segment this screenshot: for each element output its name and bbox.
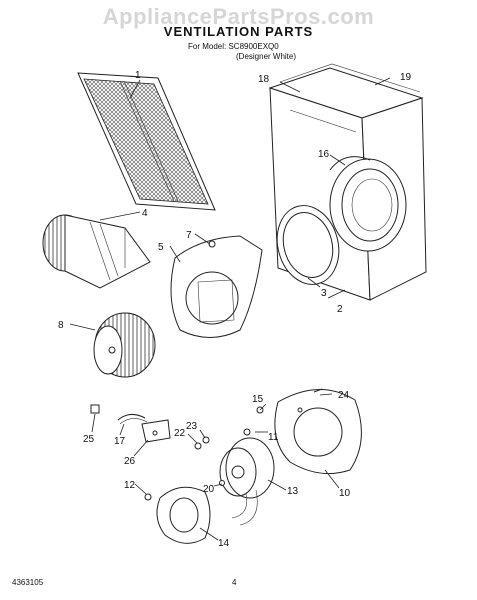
page-title: VENTILATION PARTS xyxy=(163,24,314,39)
callout-14: 14 xyxy=(218,538,230,549)
callout-22: 22 xyxy=(174,428,186,439)
callout-23: 23 xyxy=(186,421,198,432)
hardware xyxy=(90,388,323,501)
blower-motor xyxy=(219,437,275,526)
page-number: 4 xyxy=(232,578,237,587)
blower-wheel xyxy=(93,312,156,378)
callout-18: 18 xyxy=(258,74,270,85)
callout-24: 24 xyxy=(338,390,350,401)
callout-5: 5 xyxy=(158,242,164,253)
model-number: SC8900EXQ0 xyxy=(228,42,279,51)
callout-12: 12 xyxy=(124,480,136,491)
callout-26: 26 xyxy=(124,456,136,467)
callout-labels: 1 2 3 4 5 7 8 10 11 12 13 14 15 16 17 18… xyxy=(58,70,412,549)
model-label: For Model: xyxy=(188,42,227,51)
callout-4: 4 xyxy=(142,208,148,219)
motor-mount xyxy=(156,486,211,544)
wall-cap xyxy=(42,214,151,289)
leader-lines xyxy=(69,77,391,541)
model-line: For Model: SC8900EXQ0 xyxy=(188,42,279,51)
gasket-ring xyxy=(276,205,340,285)
callout-17: 17 xyxy=(114,436,126,447)
callout-15: 15 xyxy=(252,394,264,405)
callout-25: 25 xyxy=(83,434,95,445)
watermark: AppliancePartsPros.com xyxy=(102,4,375,29)
callout-11: 11 xyxy=(268,432,279,443)
callout-13: 13 xyxy=(287,486,299,497)
callout-19: 19 xyxy=(400,72,412,83)
callout-3: 3 xyxy=(321,288,327,299)
doc-number: 4363105 xyxy=(12,578,44,587)
mounting-plate xyxy=(274,389,362,475)
callout-7: 7 xyxy=(186,230,192,241)
callout-1: 1 xyxy=(135,70,141,81)
filter-panel xyxy=(77,72,216,211)
callout-20: 20 xyxy=(203,484,215,495)
callout-2: 2 xyxy=(337,304,343,315)
callout-8: 8 xyxy=(58,320,64,331)
callout-10: 10 xyxy=(339,488,351,499)
callout-16: 16 xyxy=(318,149,330,160)
model-variant: (Designer White) xyxy=(236,52,297,61)
blower-housing xyxy=(170,235,263,338)
